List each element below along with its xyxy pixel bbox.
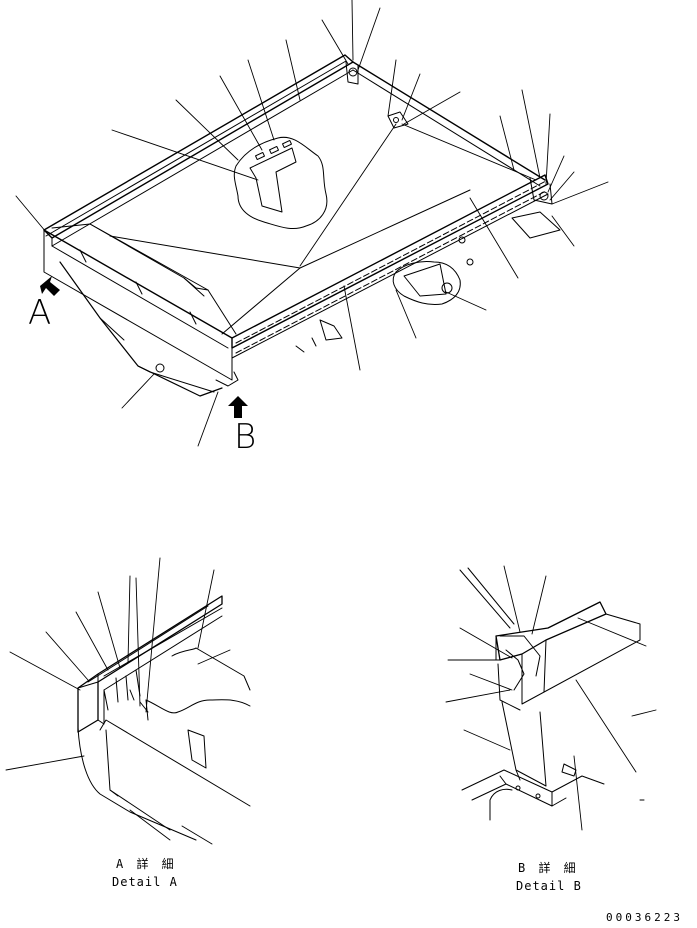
view-arrow-b bbox=[228, 396, 248, 418]
detail-b-caption: B 詳 細 bbox=[518, 861, 579, 875]
view-label-b: B bbox=[234, 417, 257, 457]
detail-a-caption: A 詳 細 bbox=[116, 857, 177, 871]
dump-body-main-view bbox=[15, 0, 609, 447]
detail-b-view bbox=[445, 565, 657, 831]
detail-b-subcaption: Detail B bbox=[516, 879, 582, 893]
detail-a-view bbox=[5, 557, 251, 845]
detail-a-subcaption: Detail A bbox=[112, 875, 178, 889]
view-arrow-a bbox=[40, 276, 60, 296]
view-label-a: A bbox=[28, 293, 52, 333]
drawing-code: 00036223 bbox=[606, 911, 683, 924]
